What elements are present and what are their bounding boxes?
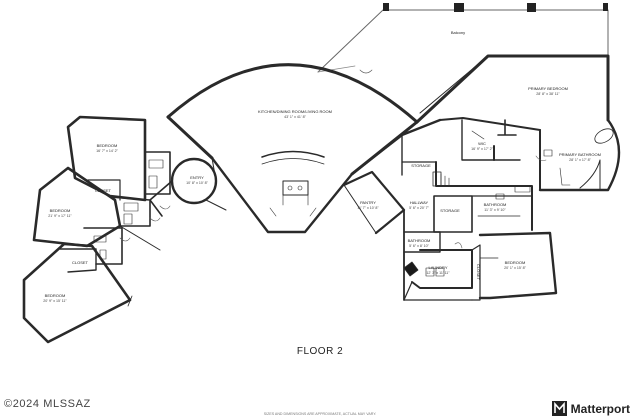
room-name-bedroom-right: BEDROOM (505, 260, 526, 265)
room-name-wic: WIC (478, 141, 486, 146)
room-name-closet-lower: CLOSET (72, 260, 89, 265)
primary-suite-outline (415, 54, 621, 193)
room-labels: Balcony PRIMARY BEDROOM 28' 8" x 38' 11"… (43, 30, 601, 303)
room-name-pantry: PANTRY (360, 200, 376, 205)
room-dims-bedroom-right: 20' 1" x 15' 8" (504, 266, 526, 270)
left-wing-top-outline (66, 115, 171, 202)
balcony-outline (317, 3, 609, 73)
room-dims-bathroom-right: 11' 3" x 9' 10" (484, 208, 506, 212)
room-dims-primary-bedroom: 28' 8" x 38' 11" (536, 92, 560, 96)
room-dims-kitchen-living: 43' 1" x 41' 8" (284, 115, 306, 119)
room-name-primary-bathroom: PRIMARY BATHROOM (559, 152, 601, 157)
room-name-primary-bedroom: PRIMARY BEDROOM (528, 86, 568, 91)
left-wing-middle-outline (32, 166, 151, 248)
matterport-brand: Matterport (551, 401, 630, 416)
room-name-storage-lower: STORAGE (440, 208, 460, 213)
room-dims-hallway: 5' 6" x 20' 7" (409, 206, 429, 210)
room-name-laundry: LAUNDRY (428, 265, 447, 270)
room-name-bathroom-right: BATHROOM (484, 202, 507, 207)
room-dims-primary-bathroom: 28' 1" x 17' 8" (569, 158, 591, 162)
room-name-kitchen-living: KITCHEN/DINING ROOM/LIVING ROOM (258, 109, 332, 114)
room-name-closet-right: CLOSET (476, 264, 481, 281)
room-name-bedroom-bottom: BEDROOM (45, 293, 66, 298)
room-name-storage-upper: STORAGE (411, 163, 431, 168)
floor-label: FLOOR 2 (296, 346, 344, 357)
hallway-core-outline (342, 118, 558, 301)
room-name-balcony: Balcony (451, 30, 465, 35)
room-dims-entry: 10' 8" x 10' 8" (186, 181, 208, 185)
left-wing-bottom-outline (22, 225, 161, 344)
room-name-hallway: HALLWAY (410, 200, 429, 205)
room-dims-bedroom-bottom: 20' 9" x 15' 11" (43, 299, 67, 303)
room-name-bedroom-top: BEDROOM (97, 143, 118, 148)
room-name-bedroom-middle: BEDROOM (50, 208, 71, 213)
room-dims-bedroom-middle: 21' 9" x 17' 11" (48, 214, 72, 218)
room-dims-pantry: 11' 7" x 10' 8" (357, 206, 379, 210)
door-swings (119, 69, 547, 249)
room-dims-bathroom-hall: 5' 6" x 8' 10" (409, 244, 429, 248)
room-name-entry: ENTRY (190, 175, 204, 180)
brand-name: Matterport (570, 401, 630, 416)
room-name-closet-upper: CLOSET (95, 188, 112, 193)
room-dims-laundry: 12' 3" x 11' 11" (426, 271, 450, 275)
matterport-logo-icon (551, 401, 567, 416)
room-dims-wic: 16' 9" x 17' 2" (471, 147, 493, 151)
size-disclaimer: SIZES AND DIMENSIONS ARE APPROXIMATE, AC… (263, 412, 377, 416)
room-name-bathroom-hall: BATHROOM (408, 238, 431, 243)
room-dims-bedroom-top: 16' 7" x 14' 2" (96, 149, 118, 153)
mls-watermark: ©2024 MLSSAZ (4, 398, 91, 410)
kitchen-living-outline (166, 63, 419, 234)
